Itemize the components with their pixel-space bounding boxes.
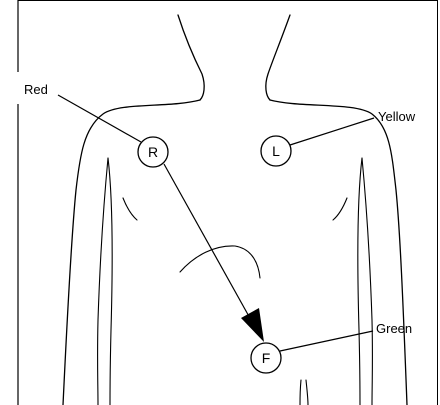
left-shoulder-outline [63, 100, 200, 405]
left-inner-arm-outline [108, 158, 112, 405]
torso-outline [63, 15, 407, 405]
neck-right-outline [266, 15, 290, 100]
left-pectoral-line [123, 198, 137, 220]
electrode-r: R [138, 137, 168, 167]
right-inner-arm-outline [358, 158, 362, 405]
figure-frame [18, 0, 438, 405]
right-pectoral-line [333, 198, 347, 220]
electrode-f: F [251, 343, 281, 373]
yellow-wire-label: Yellow [378, 109, 416, 124]
right-torso-side-outline [362, 158, 372, 405]
left-torso-side-outline [98, 158, 108, 405]
electrode-f-letter: F [262, 350, 271, 366]
green-wire-label: Green [376, 321, 412, 336]
abdomen-line-right [306, 380, 308, 405]
electrode-l-letter: L [272, 143, 280, 159]
abdomen-line-left [300, 380, 301, 405]
red-wire-label: Red [24, 82, 48, 97]
electrode-l: L [261, 136, 291, 166]
rib-cage-arc [180, 246, 260, 278]
red-leader-line [58, 95, 141, 142]
neck-left-outline [178, 15, 204, 100]
electrode-r-letter: R [148, 144, 158, 160]
r-to-f-arrow-shaft [164, 164, 251, 320]
yellow-leader-line [290, 118, 374, 145]
r-to-f-arrowhead [241, 308, 264, 342]
